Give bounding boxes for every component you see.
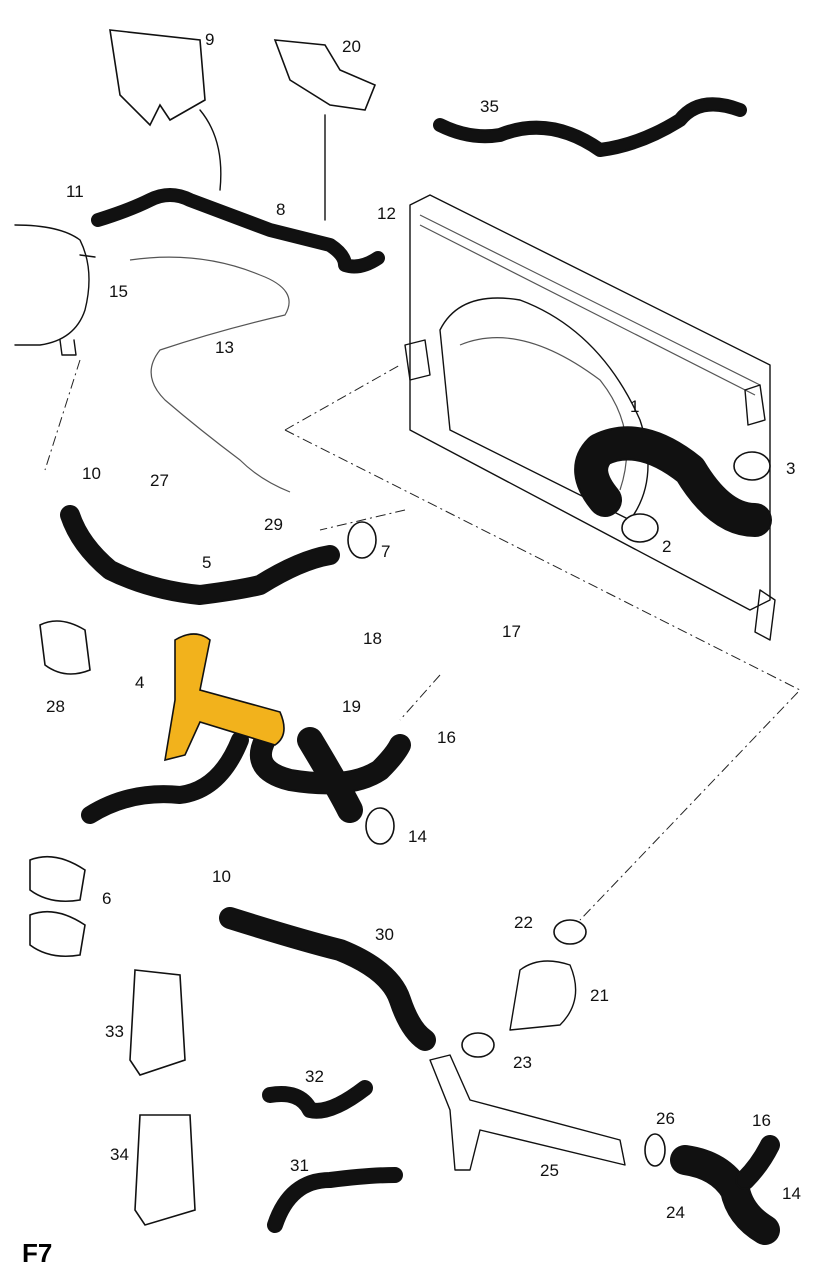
callout-c11: 11 <box>66 182 84 201</box>
callout-c32: 32 <box>305 1067 324 1086</box>
callout-c22: 22 <box>514 913 533 932</box>
callout-c27: 27 <box>150 471 169 490</box>
callout-c3: 3 <box>786 459 795 478</box>
callout-c16b: 16 <box>752 1111 771 1130</box>
clamp-28 <box>39 620 91 675</box>
clamp-33 <box>129 969 186 1076</box>
clamp-6a <box>29 855 86 903</box>
callout-c19: 19 <box>342 697 361 716</box>
callout-c21: 21 <box>590 986 609 1005</box>
callout-c8: 8 <box>276 200 285 219</box>
bracket-9 <box>109 29 206 127</box>
callout-c10b: 10 <box>212 867 231 886</box>
figure-label: F7 <box>22 1238 52 1268</box>
callout-c15: 15 <box>109 282 128 301</box>
clamp-22 <box>553 919 587 945</box>
callout-c12: 12 <box>377 204 396 223</box>
callout-c30: 30 <box>375 925 394 944</box>
callout-c1: 1 <box>630 397 639 416</box>
clamp-3 <box>733 451 771 481</box>
pipe-25 <box>429 960 626 1171</box>
clamp-6b <box>29 910 86 958</box>
callout-c2: 2 <box>662 537 671 556</box>
callout-c24: 24 <box>666 1203 685 1222</box>
callout-c10a: 10 <box>82 464 101 483</box>
expansion-tank <box>14 224 96 356</box>
callout-c23: 23 <box>513 1053 532 1072</box>
clamp-34 <box>134 1114 196 1226</box>
clamp-14 <box>365 807 395 845</box>
callout-c31: 31 <box>290 1156 309 1175</box>
hose-13 <box>129 256 291 493</box>
callout-c18: 18 <box>363 629 382 648</box>
callout-c7: 7 <box>381 542 390 561</box>
callout-c4: 4 <box>135 673 144 692</box>
highlighted-coolant-pipe <box>164 633 285 762</box>
callout-c33: 33 <box>105 1022 124 1041</box>
callout-c25: 25 <box>540 1161 559 1180</box>
radiator <box>404 194 776 641</box>
callout-labels: 1234567891010111213141415161617181920212… <box>46 30 801 1222</box>
callout-c35: 35 <box>480 97 499 116</box>
clamp-2 <box>621 513 659 543</box>
callout-c14b: 14 <box>782 1184 801 1203</box>
clamp-7 <box>347 521 377 559</box>
bracket-20 <box>273 39 377 111</box>
callout-c26: 26 <box>656 1109 675 1128</box>
callout-c28: 28 <box>46 697 65 716</box>
callout-c17: 17 <box>502 622 521 641</box>
callout-c14a: 14 <box>408 827 427 846</box>
callout-c29: 29 <box>264 515 283 534</box>
arrow-9 <box>199 109 222 191</box>
clamp-23 <box>461 1032 495 1058</box>
clamp-26 <box>644 1133 666 1167</box>
clamps <box>29 29 771 1226</box>
callout-c13: 13 <box>215 338 234 357</box>
callout-c5: 5 <box>202 553 211 572</box>
callout-c20: 20 <box>342 37 361 56</box>
callout-c6: 6 <box>102 889 111 908</box>
callout-c16a: 16 <box>437 728 456 747</box>
callout-c34: 34 <box>110 1145 129 1164</box>
hoses <box>60 97 780 1245</box>
callout-c9: 9 <box>205 30 214 49</box>
hose-5 <box>60 505 340 605</box>
leader-lines <box>44 359 801 921</box>
